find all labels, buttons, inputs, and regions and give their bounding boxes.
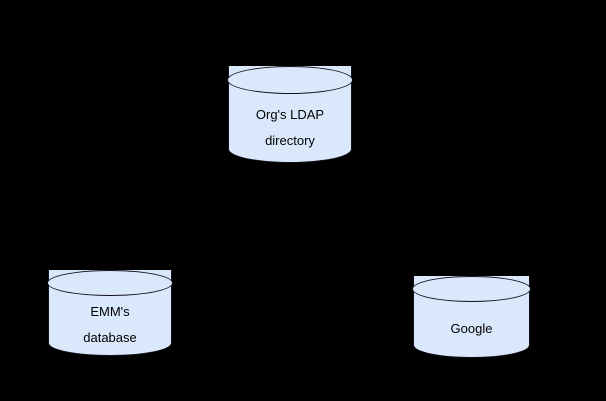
cylinder-top-ellipse [412,276,531,302]
database-node-google[interactable]: Google [412,276,531,358]
database-node-ldap[interactable]: Org's LDAP directory [227,66,353,163]
cylinder-top-ellipse [227,66,353,94]
cylinder-top-ellipse [47,270,173,296]
database-node-emm[interactable]: EMM's database [47,270,173,356]
